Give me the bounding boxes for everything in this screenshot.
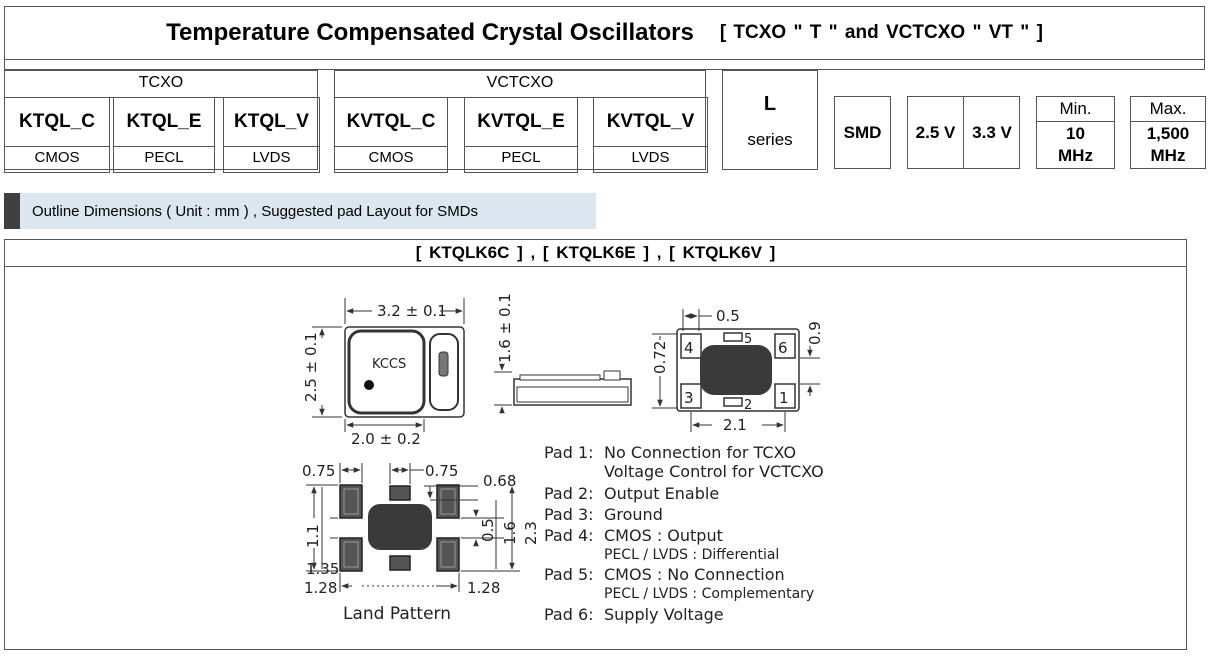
pad-note-text: PECL / LVDS : Complementary: [604, 586, 815, 602]
pad-note: Pad 2: Output Enable: [544, 484, 824, 504]
package-box: SMD: [834, 96, 891, 169]
page-subtitle: [ TCXO " T " and VCTCXO " VT " ]: [719, 22, 1043, 43]
tcxo-group: TCXO KTQL_C CMOS KTQL_E PECL KTQL_V LVDS: [4, 70, 320, 173]
series-box: L series: [722, 70, 818, 170]
land-dim-128: 1.28: [304, 579, 337, 597]
freq-min-value: 10: [1066, 124, 1085, 143]
product-cell-ktql-v: KTQL_V LVDS: [223, 97, 320, 173]
voltage-value: 3.3 V: [972, 123, 1012, 142]
dim-top-width: 3.2 ± 0.1: [377, 302, 447, 320]
pad-note-text: CMOS : Output: [604, 526, 723, 545]
pad-note-text: Voltage Control for VCTCXO: [604, 462, 824, 481]
freq-max-unit: MHz: [1150, 146, 1186, 165]
land-dim-128: 1.28: [467, 579, 500, 597]
product-cell-kvtql-e: KVTQL_E PECL: [464, 97, 578, 173]
land-dim-23: 2.3: [522, 521, 540, 545]
land-dim-075: 0.75: [302, 462, 335, 480]
freq-max-label: Max.: [1131, 97, 1205, 122]
pad-note-text: Supply Voltage: [604, 605, 724, 624]
freq-max-box: Max. 1,500 MHz: [1130, 96, 1206, 169]
pin1-dot: [364, 380, 374, 390]
pad-note-label: Pad 1:: [544, 443, 594, 462]
pad-note-text: No Connection for TCXO: [604, 443, 797, 462]
land-dim-16: 1.6: [501, 521, 519, 545]
pad-note-label: Pad 2:: [544, 484, 594, 503]
land-dim-05: 0.5: [479, 518, 497, 542]
product-cell-ktql-c: KTQL_C CMOS: [4, 97, 110, 173]
product-output: LVDS: [252, 149, 291, 166]
pad-number: 5: [744, 332, 752, 347]
pad-note-text: CMOS : No Connection: [604, 565, 785, 584]
dim-pad-span: 2.1: [723, 416, 747, 434]
pad-note: Pad 5: CMOS : No Connection PECL / LVDS …: [544, 565, 824, 603]
title-box: Temperature Compensated Crystal Oscillat…: [4, 6, 1205, 60]
pad-note-label: Pad 5:: [544, 565, 594, 584]
header-rule: [4, 60, 1205, 70]
product-output: CMOS: [368, 149, 414, 166]
pad-note: Pad 4: CMOS : Output PECL / LVDS : Diffe…: [544, 526, 824, 564]
dim-side-height: 1.6 ± 0.1: [496, 293, 514, 363]
pad-number: 6: [778, 339, 788, 357]
pad-note-text: Ground: [604, 505, 663, 524]
pad-note-label: Pad 3:: [544, 505, 594, 524]
outline-section: [ KTQLK6C ] , [ KTQLK6E ] , [ KTQLK6V ]: [4, 239, 1187, 650]
section-banner: Outline Dimensions ( Unit : mm ) , Sugge…: [4, 193, 596, 229]
freq-max-value: 1,500: [1146, 124, 1190, 143]
product-code: KTQL_V: [224, 98, 319, 147]
bottom-view-center-pad: [700, 345, 772, 395]
dim-pad-height-right: 0.9: [806, 321, 824, 345]
product-output: PECL: [144, 149, 184, 166]
product-code: KVTQL_V: [594, 98, 707, 147]
pad-note-label: Pad 4:: [544, 526, 594, 545]
banner-text: Outline Dimensions ( Unit : mm ) , Sugge…: [32, 202, 479, 220]
pad-note-text: Output Enable: [604, 484, 720, 503]
pad-note: Pad 1: No Connection for TCXO Voltage Co…: [544, 443, 824, 481]
dim-pad-width: 0.5: [716, 307, 740, 325]
page-title: Temperature Compensated Crystal Oscillat…: [166, 19, 694, 46]
land-dim-135: 1.35: [306, 560, 339, 578]
dim-bottom-width: 2.0 ± 0.2: [351, 430, 421, 448]
pad-number: 2: [744, 398, 752, 413]
voltage-box: 2.5 V 3.3 V: [907, 96, 1020, 169]
voltage-value: 2.5 V: [908, 97, 964, 168]
series-label: series: [747, 130, 793, 149]
product-output: CMOS: [34, 149, 80, 166]
section-title: [ KTQLK6C ] , [ KTQLK6E ] , [ KTQLK6V ]: [5, 240, 1186, 267]
land-center-pad: [368, 504, 432, 550]
pad-number: 3: [684, 389, 694, 407]
pad-note-label: Pad 6:: [544, 605, 594, 624]
land-dim-068: 0.68: [483, 472, 516, 490]
freq-min-box: Min. 10 MHz: [1036, 96, 1115, 169]
top-view-lid: [347, 329, 426, 415]
pad-number: 4: [684, 339, 694, 357]
dim-pad-height-left: 0.72: [651, 341, 669, 374]
land-pattern-caption: Land Pattern: [343, 604, 451, 624]
product-code: KTQL_E: [114, 98, 214, 147]
product-cell-ktql-e: KTQL_E PECL: [113, 97, 215, 173]
land-dim-11: 1.1: [304, 524, 322, 548]
pad-note: Pad 3: Ground: [544, 505, 824, 525]
product-code: KVTQL_C: [335, 98, 447, 147]
banner-marker: [4, 193, 20, 229]
pad-note-text: PECL / LVDS : Differential: [604, 547, 780, 563]
freq-min-label: Min.: [1037, 97, 1114, 122]
pad-notes: Pad 1: No Connection for TCXO Voltage Co…: [544, 443, 824, 625]
pad-number: 1: [779, 389, 789, 407]
land-dim-075: 0.75: [425, 462, 458, 480]
product-cell-kvtql-v: KVTQL_V LVDS: [593, 97, 708, 173]
series-letter: L: [763, 93, 777, 115]
pad-note: Pad 6: Supply Voltage: [544, 605, 824, 625]
product-output: LVDS: [631, 149, 670, 166]
product-code: KVTQL_E: [465, 98, 577, 147]
marking-text: KCCS: [372, 357, 406, 372]
product-output: PECL: [501, 149, 541, 166]
vctcxo-group: VCTCXO KVTQL_C CMOS KVTQL_E PECL KVTQL_V…: [334, 70, 708, 173]
freq-min-unit: MHz: [1058, 146, 1093, 165]
dim-top-height: 2.5 ± 0.1: [302, 332, 320, 402]
product-cell-kvtql-c: KVTQL_C CMOS: [334, 97, 448, 173]
product-code: KTQL_C: [5, 98, 109, 147]
